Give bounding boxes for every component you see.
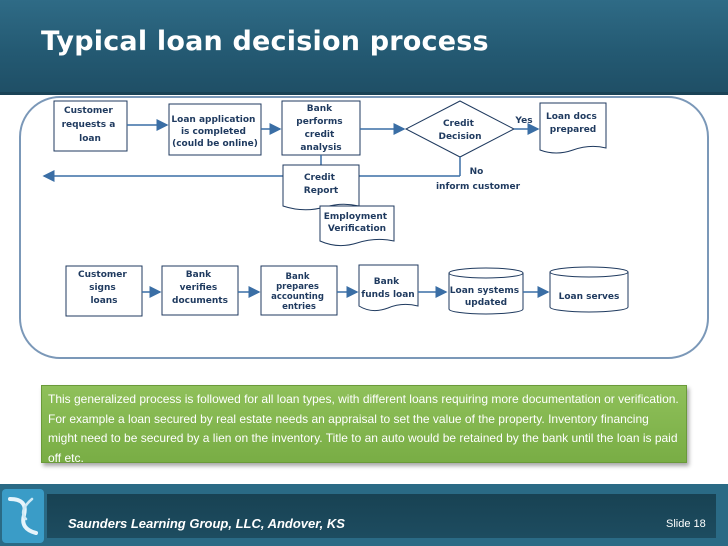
customer-requests-label: Customer requests a loan (62, 106, 119, 144)
loan-application-label: Loan application is completed (could be … (171, 115, 258, 149)
credit-report-label: Credit Report (304, 173, 339, 196)
bank-verifies-box (161, 265, 239, 316)
title-bar (0, 0, 728, 95)
loan-systems-database (448, 267, 524, 315)
loan-docs-box (539, 102, 607, 154)
bank-performs-label: Bank performs credit analysis (296, 104, 345, 153)
bank-prepares-box (260, 265, 338, 316)
explanation-note: This generalized process is followed for… (41, 385, 687, 465)
loan-serves-label: Loan serves (559, 292, 620, 302)
credit-decision-diamond (404, 100, 516, 158)
bank-verifies-label: Bank verifies documents (172, 270, 228, 306)
customer-signs-box (65, 265, 143, 317)
customer-signs-label: Customer signs loans (78, 270, 130, 306)
employment-verification-label: Employment Verification (324, 212, 390, 234)
process-frame (19, 96, 709, 359)
slide-number: Slide 18 (666, 518, 706, 530)
no-label: No inform customer (436, 167, 521, 192)
loan-serves-database (549, 266, 629, 313)
swirl-logo-icon (2, 489, 44, 543)
bank-funds-label: Bank funds loan (361, 277, 414, 300)
bank-prepares-label: Bank prepares accounting entries (271, 272, 327, 312)
slide-title: Typical loan decision process (41, 26, 489, 57)
yes-label: Yes (514, 116, 532, 126)
flow-diagram: Customer requests a loan Loan applicatio… (19, 96, 709, 359)
employment-verification-doc (319, 205, 395, 247)
loan-systems-label: Loan systems updated (450, 286, 522, 308)
credit-decision-label: Credit Decision (438, 119, 481, 142)
bank-funds-doc (358, 264, 419, 312)
footer-panel (47, 494, 716, 538)
company-name: Saunders Learning Group, LLC, Andover, K… (68, 516, 345, 531)
customer-requests-box (53, 100, 128, 152)
bank-performs-box (281, 100, 361, 156)
loan-docs-label: Loan docs prepared (546, 112, 600, 135)
